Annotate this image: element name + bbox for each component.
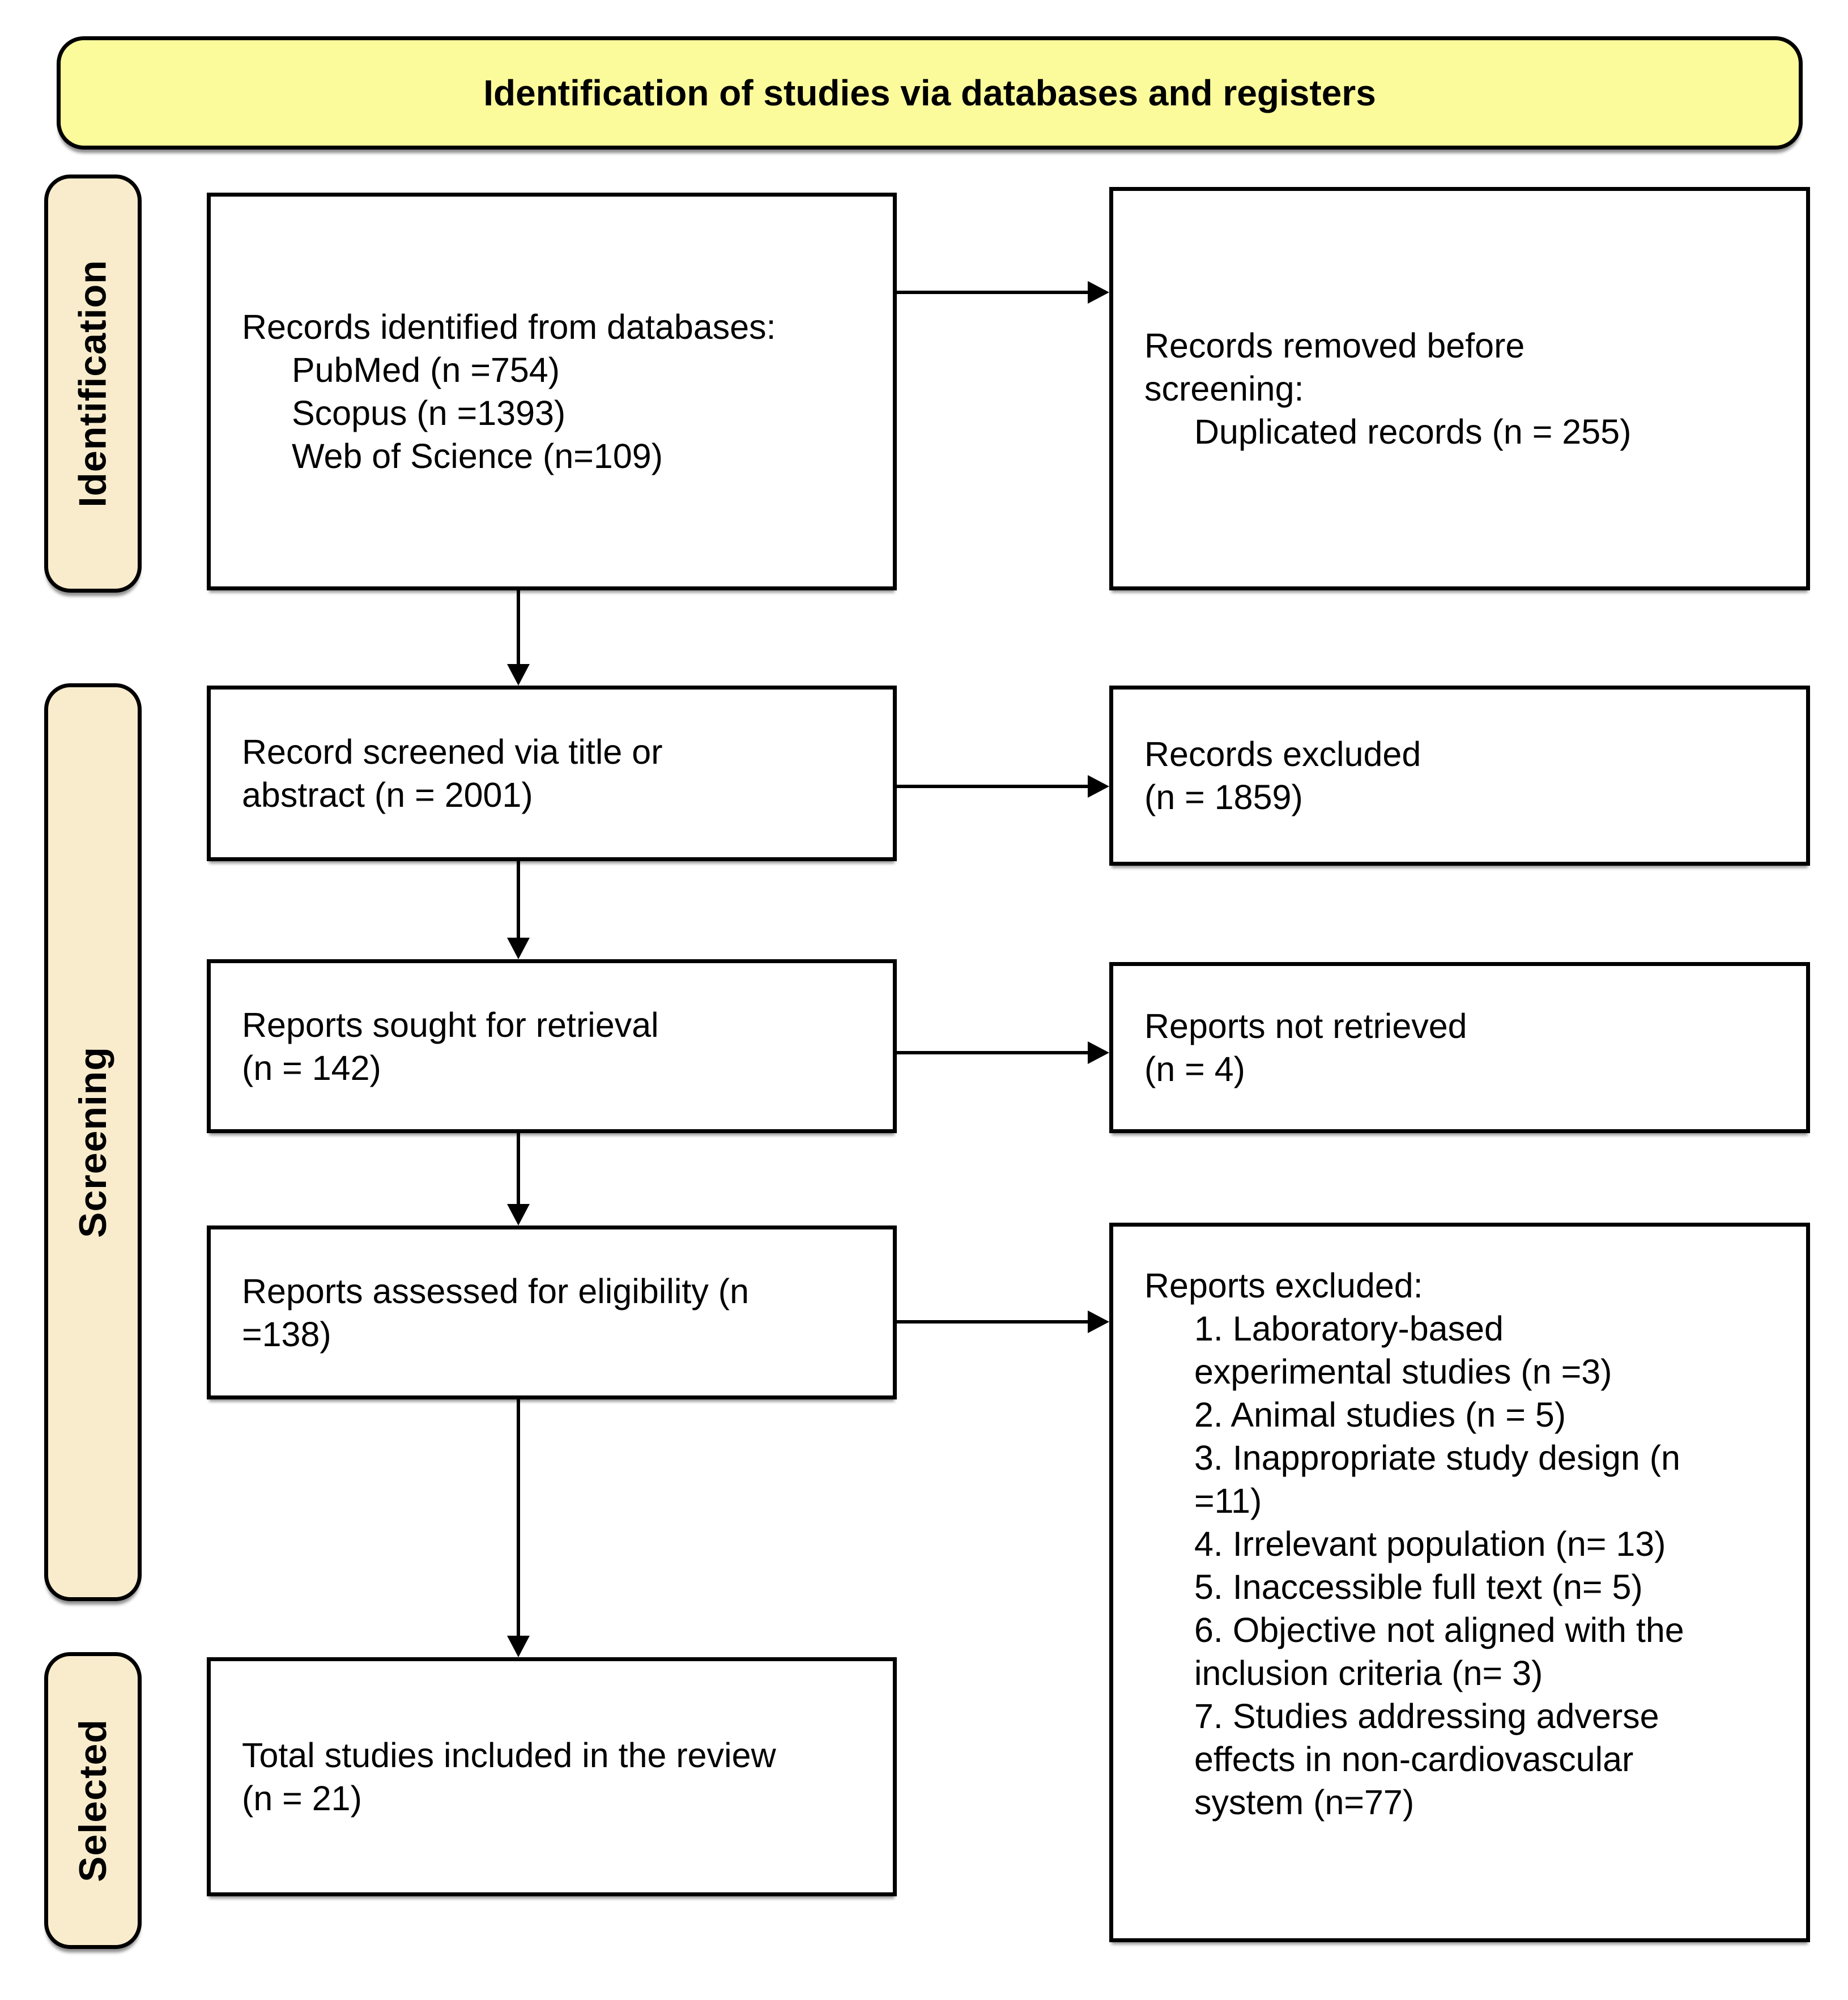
records-identified-item: PubMed (n =754)	[292, 351, 560, 389]
records-identified-item: Scopus (n =1393)	[292, 394, 566, 432]
reports-excluded-heading: Reports excluded:	[1144, 1266, 1423, 1305]
stage-label-selected-text: Selected	[71, 1719, 115, 1882]
arrow-head-right-icon	[1088, 1310, 1109, 1333]
reports-excluded-item: 6. Objective not aligned with the inclus…	[1194, 1611, 1684, 1692]
records-screened-line: abstract (n = 2001)	[242, 776, 533, 814]
arrow-screened-to-excluded	[897, 775, 1109, 798]
records-screened-line: Record screened via title or	[242, 733, 663, 771]
arrow-identified-to-removed	[897, 281, 1109, 304]
reports-excluded-item: 2. Animal studies (n = 5)	[1194, 1395, 1566, 1434]
arrow-head-right-icon	[1088, 775, 1109, 798]
arrow-shaft	[897, 785, 1088, 788]
arrow-identified-to-screened	[507, 590, 530, 686]
reports-excluded-item: 5. Inaccessible full text (n= 5)	[1194, 1568, 1643, 1606]
arrow-shaft	[517, 1133, 520, 1204]
arrow-shaft	[897, 291, 1088, 294]
reports-not-retrieved-line: Reports not retrieved	[1144, 1007, 1467, 1045]
records-identified-heading: Records identified from databases:	[242, 308, 776, 346]
arrow-shaft	[517, 861, 520, 938]
reports-excluded-item: 7. Studies addressing adverse effects in…	[1194, 1697, 1659, 1822]
box-records-identified: Records identified from databases: PubMe…	[207, 193, 897, 590]
records-excluded-line: (n = 1859)	[1144, 778, 1303, 816]
stage-label-selected: Selected	[44, 1652, 142, 1949]
box-total-included: Total studies included in the review (n …	[207, 1657, 897, 1896]
arrow-head-right-icon	[1088, 281, 1109, 304]
reports-excluded-item: 4. Irrelevant population (n= 13)	[1194, 1525, 1666, 1563]
box-records-screened: Record screened via title or abstract (n…	[207, 686, 897, 861]
stage-label-identification: Identification	[44, 175, 142, 593]
arrow-shaft	[897, 1320, 1088, 1324]
arrow-assessed-to-reports-excluded	[897, 1310, 1109, 1333]
total-included-line: Total studies included in the review	[242, 1736, 776, 1775]
arrow-head-down-icon	[507, 1204, 530, 1225]
arrow-sought-to-assessed	[507, 1133, 530, 1225]
stage-label-identification-text: Identification	[71, 259, 115, 508]
box-reports-not-retrieved: Reports not retrieved (n = 4)	[1109, 962, 1810, 1133]
arrow-sought-to-not-retrieved	[897, 1041, 1109, 1064]
box-reports-excluded: Reports excluded: 1. Laboratory-based ex…	[1109, 1223, 1810, 1942]
stage-label-screening: Screening	[44, 683, 142, 1601]
records-removed-heading: Records removed before screening:	[1144, 326, 1525, 408]
title-banner: Identification of studies via databases …	[57, 36, 1803, 150]
box-reports-assessed: Reports assessed for eligibility (n =138…	[207, 1225, 897, 1399]
arrow-screened-to-sought	[507, 861, 530, 959]
arrow-head-right-icon	[1088, 1041, 1109, 1064]
arrow-head-down-icon	[507, 664, 530, 686]
reports-excluded-item: 1. Laboratory-based experimental studies…	[1194, 1309, 1612, 1391]
records-removed-item: Duplicated records (n = 255)	[1194, 412, 1632, 451]
box-records-excluded: Records excluded (n = 1859)	[1109, 686, 1810, 866]
reports-assessed-line: Reports assessed for eligibility (n	[242, 1271, 750, 1310]
arrow-shaft	[517, 1399, 520, 1636]
reports-excluded-item: 3. Inappropriate study design (n =11)	[1194, 1439, 1680, 1520]
diagram-title: Identification of studies via databases …	[483, 73, 1376, 113]
box-records-removed: Records removed before screening: Duplic…	[1109, 187, 1810, 590]
total-included-line: (n = 21)	[242, 1779, 362, 1818]
reports-not-retrieved-line: (n = 4)	[1144, 1050, 1245, 1088]
reports-sought-line: (n = 142)	[242, 1048, 381, 1087]
arrow-assessed-to-included	[507, 1399, 530, 1657]
arrow-head-down-icon	[507, 938, 530, 959]
reports-sought-line: Reports sought for retrieval	[242, 1005, 659, 1044]
arrow-shaft	[517, 590, 520, 664]
box-reports-sought: Reports sought for retrieval (n = 142)	[207, 959, 897, 1133]
arrow-head-down-icon	[507, 1636, 530, 1657]
reports-assessed-line: =138)	[242, 1314, 331, 1354]
arrow-shaft	[897, 1051, 1088, 1054]
stage-label-screening-text: Screening	[71, 1046, 114, 1238]
records-identified-item: Web of Science (n=109)	[292, 437, 663, 475]
records-excluded-line: Records excluded	[1144, 735, 1421, 773]
